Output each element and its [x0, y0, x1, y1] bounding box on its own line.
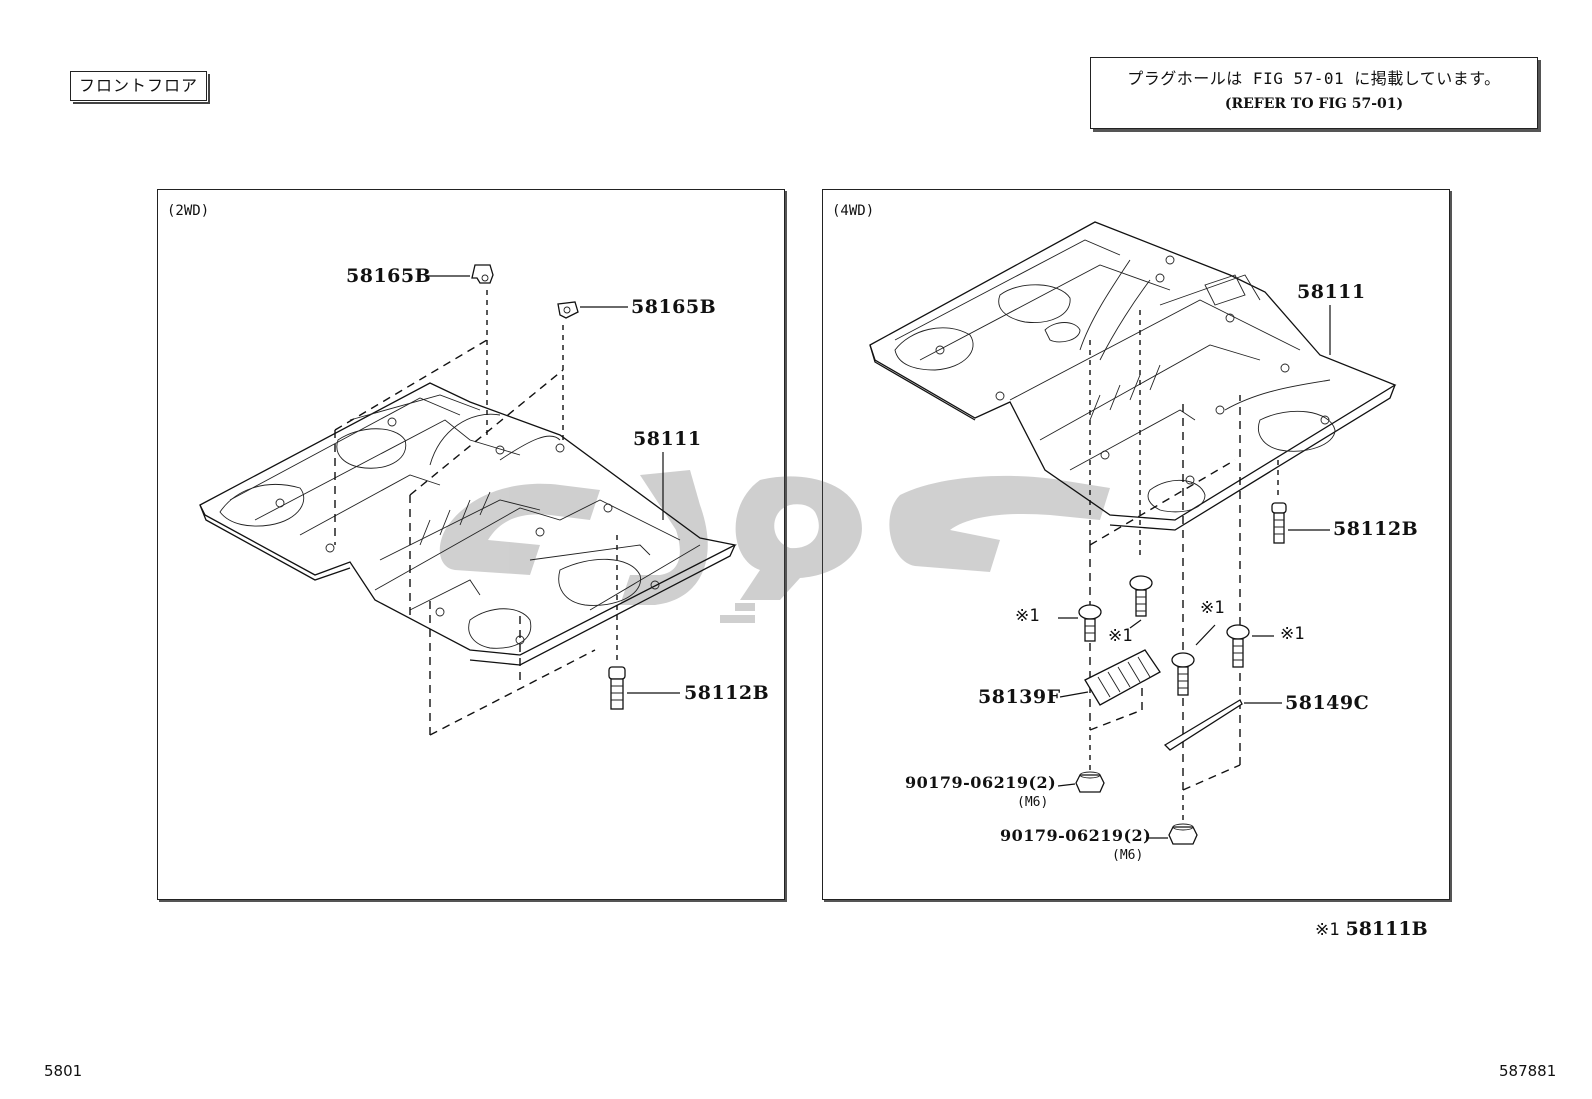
part-label-58165b-a: 58165B — [346, 265, 432, 287]
part-label-nut-lower: 90179-06219(2) — [1000, 826, 1152, 845]
page-code-right: 587881 — [1499, 1062, 1557, 1080]
part-label-58111-right: 58111 — [1297, 281, 1366, 303]
note-mark-2: ※1 — [1108, 626, 1133, 646]
leaders-4wd — [1057, 305, 1331, 839]
floor-pan-4wd-drawing — [869, 221, 1397, 845]
note-mark-4: ※1 — [1280, 624, 1305, 644]
panel-4wd — [822, 189, 1450, 900]
panel-2wd-tag: (2WD) — [167, 203, 210, 219]
floor-pan-2wd-drawing — [199, 264, 737, 736]
nut-upper-size: (M6) — [1017, 795, 1049, 810]
part-label-58111-left: 58111 — [633, 428, 702, 450]
part-label-58165b-b: 58165B — [631, 296, 717, 318]
note-mark-3: ※1 — [1200, 598, 1225, 618]
part-label-58149c: 58149C — [1285, 692, 1370, 714]
part-label-58112b-right: 58112B — [1333, 518, 1419, 540]
page-code-left: 5801 — [44, 1062, 83, 1080]
screw-group — [1078, 502, 1287, 696]
leaders-2wd — [425, 275, 680, 694]
reference-box: プラグホールは FIG 57-01 に掲載しています。 (REFER TO FI… — [1090, 57, 1538, 129]
footnote-part: 58111B — [1345, 918, 1428, 940]
nut-lower-size: (M6) — [1112, 848, 1144, 863]
page-title: フロントフロア — [70, 71, 211, 104]
note-mark-1: ※1 — [1015, 606, 1040, 626]
part-label-58112b-left: 58112B — [684, 682, 770, 704]
panel-2wd — [157, 189, 785, 900]
footnote-mark: ※1 — [1315, 920, 1340, 940]
watermark-logo — [439, 470, 1110, 623]
reference-japanese: プラグホールは FIG 57-01 に掲載しています。 — [1127, 69, 1501, 88]
panel-4wd-tag: (4WD) — [832, 203, 875, 219]
part-label-58139f: 58139F — [978, 686, 1061, 708]
reference-english: (REFER TO FIG 57-01) — [1224, 96, 1404, 112]
part-label-nut-upper: 90179-06219(2) — [905, 773, 1057, 792]
